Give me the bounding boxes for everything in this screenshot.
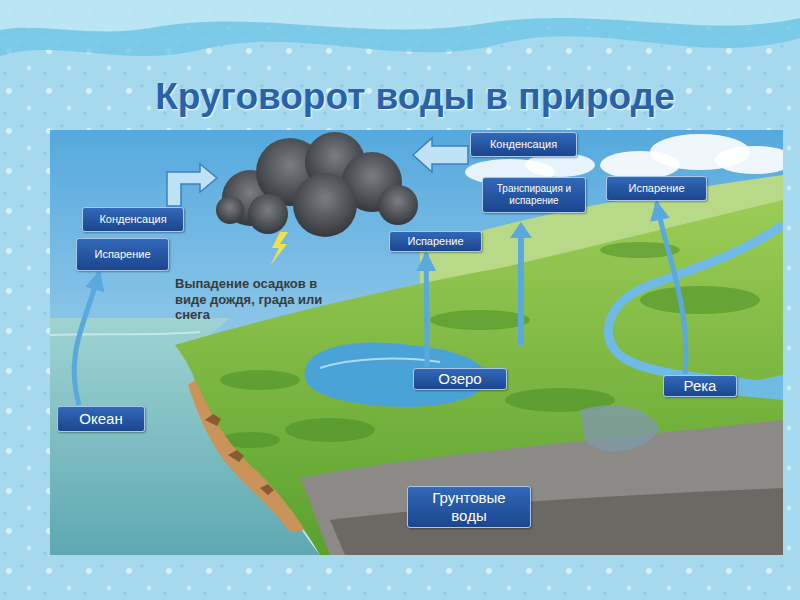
hills [220, 370, 300, 390]
lightning [270, 232, 288, 266]
node-text: Конденсация [89, 213, 177, 226]
ground-layers [300, 420, 783, 555]
node-text: Конденсация [477, 138, 570, 151]
node-text: Озеро [420, 370, 500, 388]
shore-rocks [205, 414, 274, 495]
evaporation-arrow [74, 272, 99, 405]
page-background [0, 0, 800, 31]
ocean [50, 332, 200, 335]
lightning [270, 232, 288, 266]
node-text: Испарение [613, 182, 700, 195]
hills [175, 175, 783, 555]
hills [430, 310, 530, 330]
transpiration-arrow [510, 222, 532, 238]
node-text: Грунтовые воды [414, 489, 524, 525]
node-text: Океан [64, 410, 138, 428]
shore-rocks [188, 380, 305, 532]
groundwater-box: Грунтовые воды [407, 486, 531, 528]
precipitation-label: Выпадение осадков в виде дождя, града ил… [175, 276, 327, 323]
shore-rocks [188, 380, 305, 532]
node-text: Испарение [396, 235, 475, 248]
evaporation-box: Испарение [606, 176, 707, 201]
lake [320, 359, 440, 368]
condensation-arrow [167, 164, 217, 206]
river [608, 225, 783, 400]
storm-cloud [293, 173, 357, 237]
evaporation-box: Испарение [76, 238, 169, 271]
storm-cloud [216, 132, 418, 237]
hills [285, 418, 375, 442]
condensation-box: Конденсация [82, 207, 184, 232]
transpiration-arrow [510, 222, 532, 345]
condensation-box: Конденсация [470, 132, 577, 157]
node-text: Транспирация и испарение [488, 183, 580, 207]
transpiration-arrow [518, 236, 524, 345]
node-text: Испарение [83, 248, 162, 261]
river [608, 225, 783, 388]
node-text: Река [670, 377, 730, 395]
page-background [0, 0, 800, 56]
storm-cloud [248, 194, 288, 234]
lake-box: Озеро [413, 368, 507, 390]
ground-layers [330, 488, 783, 555]
hills [175, 200, 783, 555]
ocean-box: Океан [57, 406, 145, 432]
evaporation-box: Испарение [389, 231, 482, 252]
storm-cloud [378, 185, 418, 225]
transpiration-box: Транспирация и испарение [482, 177, 586, 213]
diagram-title: Круговорот воды в природе [30, 76, 800, 118]
storm-cloud [216, 196, 244, 224]
ground-layers [300, 405, 783, 555]
evaporation-arrow [424, 253, 430, 367]
hills [640, 286, 760, 314]
ground-layers [580, 405, 660, 451]
landscape [50, 130, 783, 555]
river-box: Река [663, 375, 737, 397]
condensation-arrow [413, 138, 468, 172]
condensation-arrow [167, 138, 468, 206]
landscape [50, 130, 783, 555]
evaporation-arrow [657, 202, 686, 374]
white-cloud [715, 146, 783, 174]
